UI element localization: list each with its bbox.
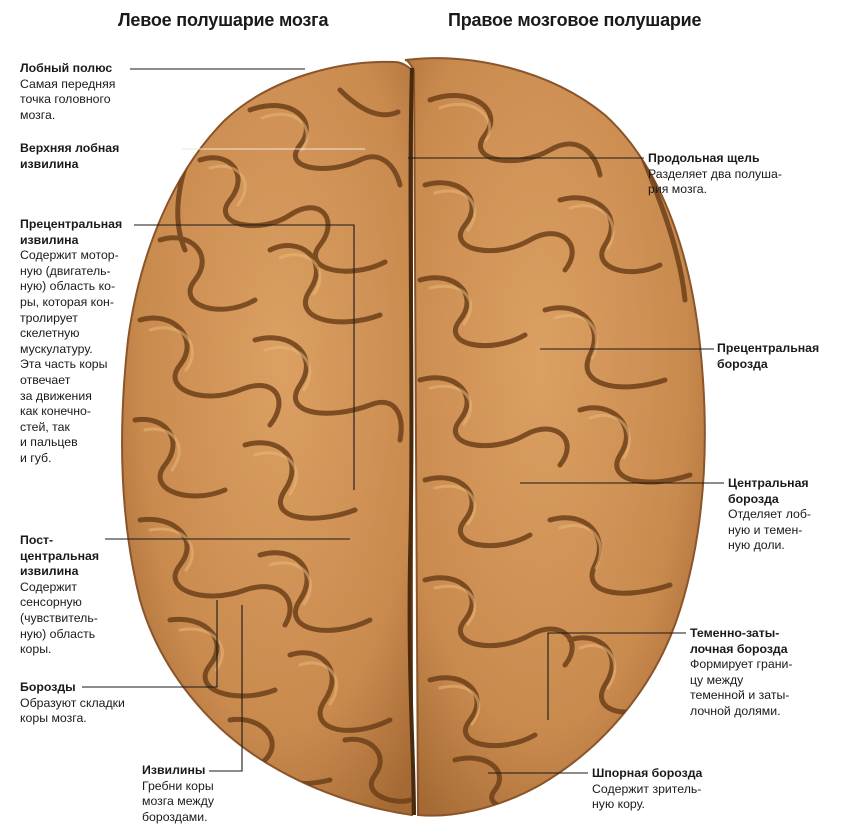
precentral-gyrus-desc: Содержит мотор- ную (двигатель- ную) обл… [20, 248, 119, 465]
sulci-title: Борозды [20, 680, 76, 694]
sulci-desc: Образуют складки коры мозга. [20, 695, 125, 726]
label-superior-frontal: Верхняя лобная извилина [20, 141, 119, 172]
frontal-pole-title: Лобный полюс [20, 61, 113, 75]
precentral-gyrus-title: Прецентральная извилина [20, 217, 123, 247]
central-sulcus-title: Центральная борозда [728, 476, 809, 506]
right-hemisphere-header: Правое мозговое полушарие [448, 10, 702, 30]
label-calcarine: Шпорная борозда Содержит зритель- ную ко… [592, 766, 702, 813]
parieto-occipital-title: Теменно-заты- лочная борозда [690, 626, 788, 656]
gyri-title: Извилины [142, 763, 206, 777]
leader-gyri [209, 605, 243, 772]
longitudinal-fissure-desc: Разделяет два полуша- рия мозга. [648, 166, 782, 197]
leader-parieto-occipital [547, 632, 686, 720]
label-sulci: Борозды Образуют складки коры мозга. [20, 680, 125, 727]
precentral-sulcus-title: Прецентральная борозда [717, 341, 820, 371]
leader-precentral-gyrus [134, 224, 355, 490]
central-sulcus-desc: Отделяет лоб- ную и темен- ную доли. [728, 507, 811, 553]
longitudinal-fissure-title: Продольная щель [648, 151, 760, 165]
label-longitudinal-fissure: Продольная щель Разделяет два полуша- ри… [648, 151, 782, 198]
leader-sulci [82, 600, 218, 688]
calcarine-desc: Содержит зритель- ную кору. [592, 781, 702, 812]
postcentral-gyrus-desc: Содержит сенсорную (чувствитель- ную) об… [20, 579, 98, 657]
label-precentral-gyrus: Прецентральная извилина Содержит мотор- … [20, 217, 122, 467]
label-postcentral-gyrus: Пост- центральная извилина Содержит сенс… [20, 533, 99, 658]
label-parieto-occipital: Теменно-заты- лочная борозда Формирует г… [690, 626, 792, 720]
gyri-desc: Гребни коры мозга между бороздами. [142, 778, 214, 824]
frontal-pole-desc: Самая передняя точка головного мозга. [20, 76, 116, 122]
label-gyri: Извилины Гребни коры мозга между борозда… [142, 763, 214, 825]
superior-frontal-title: Верхняя лобная извилина [20, 141, 120, 171]
calcarine-title: Шпорная борозда [592, 766, 703, 780]
left-hemisphere-header: Левое полушарие мозга [118, 10, 329, 30]
label-frontal-pole: Лобный полюс Самая передняя точка головн… [20, 61, 115, 123]
parieto-occipital-desc: Формирует грани- цу между теменной и зат… [690, 657, 793, 718]
label-central-sulcus: Центральная борозда Отделяет лоб- ную и … [728, 476, 811, 554]
label-precentral-sulcus: Прецентральная борозда [717, 341, 819, 372]
postcentral-gyrus-title: Пост- центральная извилина [20, 533, 100, 579]
